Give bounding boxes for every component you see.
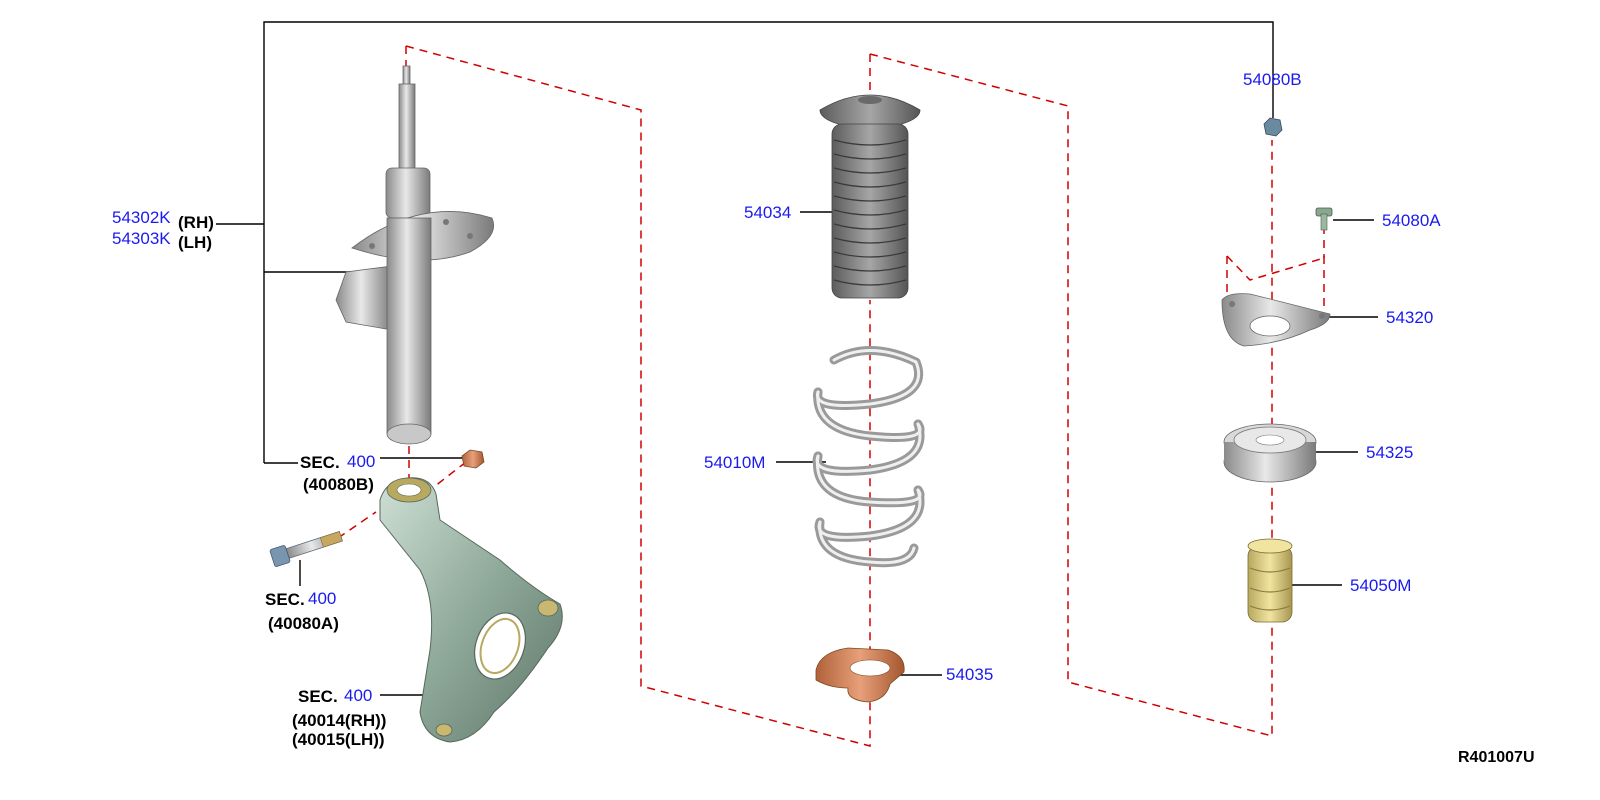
label-sec-3-number: 400 [344, 686, 373, 705]
dashed-frame-left [405, 45, 871, 747]
strut-assembly [335, 65, 495, 445]
label-sec-2-prefix: SEC. [265, 590, 305, 609]
label-mount-bolt: 54080A [1382, 211, 1441, 230]
label-sec-1-number: 400 [347, 452, 376, 471]
label-strut-lh-side: (LH) [178, 233, 212, 252]
sec-400-nut [461, 449, 485, 469]
mount-bearing [1223, 423, 1317, 483]
label-sec-1-reference: (40080B) [303, 475, 374, 494]
label-sec-3-reference-rh: (40014(RH)) [292, 711, 387, 730]
dashed-bolt-knuckle [337, 511, 377, 539]
top-nut [1263, 117, 1283, 137]
spring-seat [815, 647, 905, 703]
strut-boot [819, 94, 921, 299]
bump-stop [1247, 538, 1293, 623]
strut-mount [1221, 293, 1331, 347]
dashed-nut-knuckle [429, 461, 467, 491]
top-frame-line [263, 21, 1274, 463]
label-strut-rh-side: (RH) [178, 213, 214, 232]
sec-400-bolt [269, 530, 343, 567]
label-spring: 54010M [704, 453, 766, 472]
label-strut-rh-number: 54302K [112, 208, 171, 227]
mount-bolt [1315, 207, 1333, 231]
label-sec-1-prefix: SEC. [300, 453, 340, 472]
label-strut-mount: 54320 [1386, 308, 1434, 327]
label-mount-bearing: 54325 [1366, 443, 1414, 462]
label-bump-stop: 54050M [1350, 576, 1412, 595]
label-top-nut: 54080B [1243, 70, 1302, 89]
coil-spring [812, 346, 925, 568]
assembly-dashed-lines [337, 45, 1325, 747]
label-spring-seat: 54035 [946, 665, 994, 684]
label-boot: 54034 [744, 203, 792, 222]
label-sec-3-prefix: SEC. [298, 687, 338, 706]
steering-knuckle [379, 477, 563, 743]
label-strut-lh-number: 54303K [112, 229, 171, 248]
label-sec-2-number: 400 [308, 589, 337, 608]
leader-lines [216, 21, 1378, 696]
dashed-mount-bolt-3 [1226, 255, 1325, 281]
label-sec-2-reference: (40080A) [268, 614, 339, 633]
diagram-id: R401007U [1458, 749, 1535, 766]
coil-spring-highlight [815, 349, 922, 565]
label-sec-3-reference-lh: (40015(LH)) [292, 730, 385, 749]
dashed-frame-right [869, 53, 1273, 737]
